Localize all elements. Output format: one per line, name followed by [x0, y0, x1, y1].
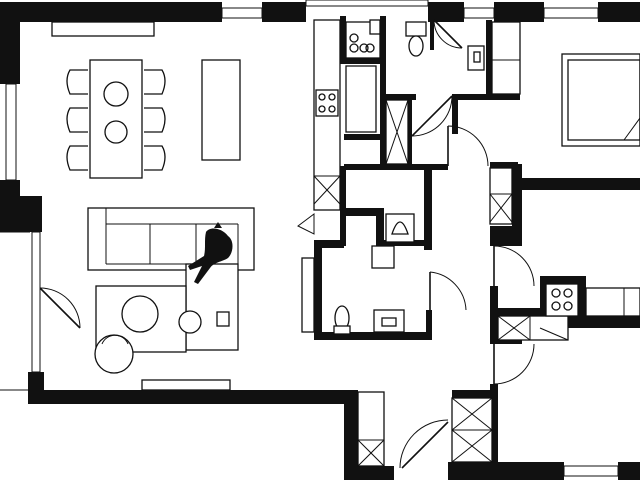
windows	[0, 0, 619, 477]
bed	[561, 53, 640, 147]
dog-silhouette	[188, 222, 233, 284]
washbasin	[333, 213, 415, 335]
coffee-table-set	[94, 285, 231, 391]
kitchenette	[497, 283, 640, 341]
bathtub	[345, 19, 381, 133]
dining-set	[51, 21, 241, 179]
kitchen-counter	[301, 19, 341, 333]
doors	[39, 19, 535, 469]
wardrobe	[357, 167, 513, 467]
dining-chair	[66, 69, 166, 171]
shower	[385, 99, 409, 165]
wc-upper	[405, 21, 521, 95]
